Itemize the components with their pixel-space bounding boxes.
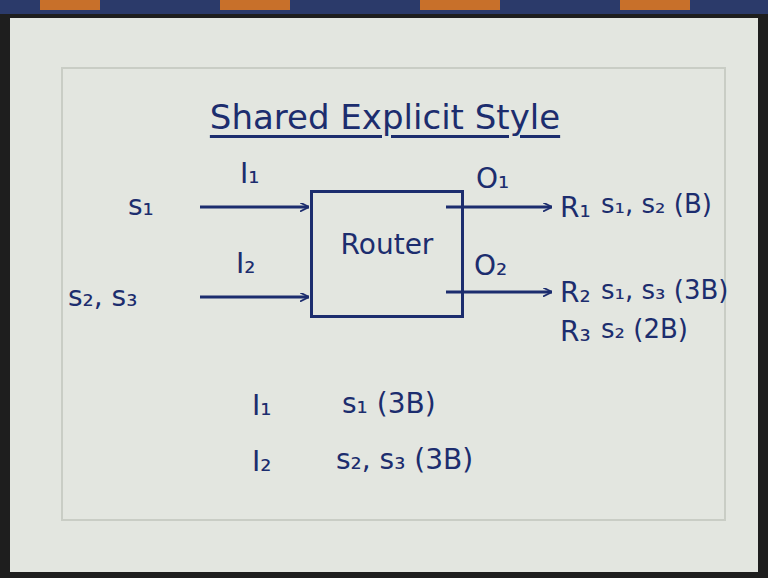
router-label: Router xyxy=(313,193,461,259)
reservation-note: s₁, s₃ (3B) xyxy=(601,277,728,303)
signal-name: s₁ xyxy=(128,192,154,220)
signal-name: s₂, s₃ xyxy=(68,283,137,311)
receiver-name: R₂ xyxy=(560,279,591,307)
reservation-note: s₁, s₂ (B) xyxy=(601,191,712,217)
interface-name: I₂ xyxy=(236,250,255,278)
slide-title: Shared Explicit Style xyxy=(210,100,560,134)
receiver-name: R₁ xyxy=(560,194,591,222)
reservation-note: s₂ (2B) xyxy=(601,316,688,342)
input-arrow xyxy=(200,296,309,299)
top-strip-mark xyxy=(220,0,290,10)
receiver-name: R₃ xyxy=(560,318,591,346)
interface-name: I₁ xyxy=(240,160,259,188)
interface-name: O₁ xyxy=(476,165,509,193)
reservation-note: s₂, s₃ (3B) xyxy=(336,446,473,474)
interface-name: I₂ xyxy=(252,448,271,476)
reservation-note: s₁ (3B) xyxy=(342,390,436,418)
interface-name: I₁ xyxy=(252,392,271,420)
slide-ground xyxy=(10,18,758,572)
interface-name: O₂ xyxy=(474,252,507,280)
input-arrow xyxy=(200,206,309,209)
top-strip-mark xyxy=(40,0,100,10)
top-strip-mark xyxy=(420,0,500,10)
top-strip xyxy=(0,0,768,14)
top-strip-mark xyxy=(620,0,690,10)
router-box: Router xyxy=(310,190,464,318)
